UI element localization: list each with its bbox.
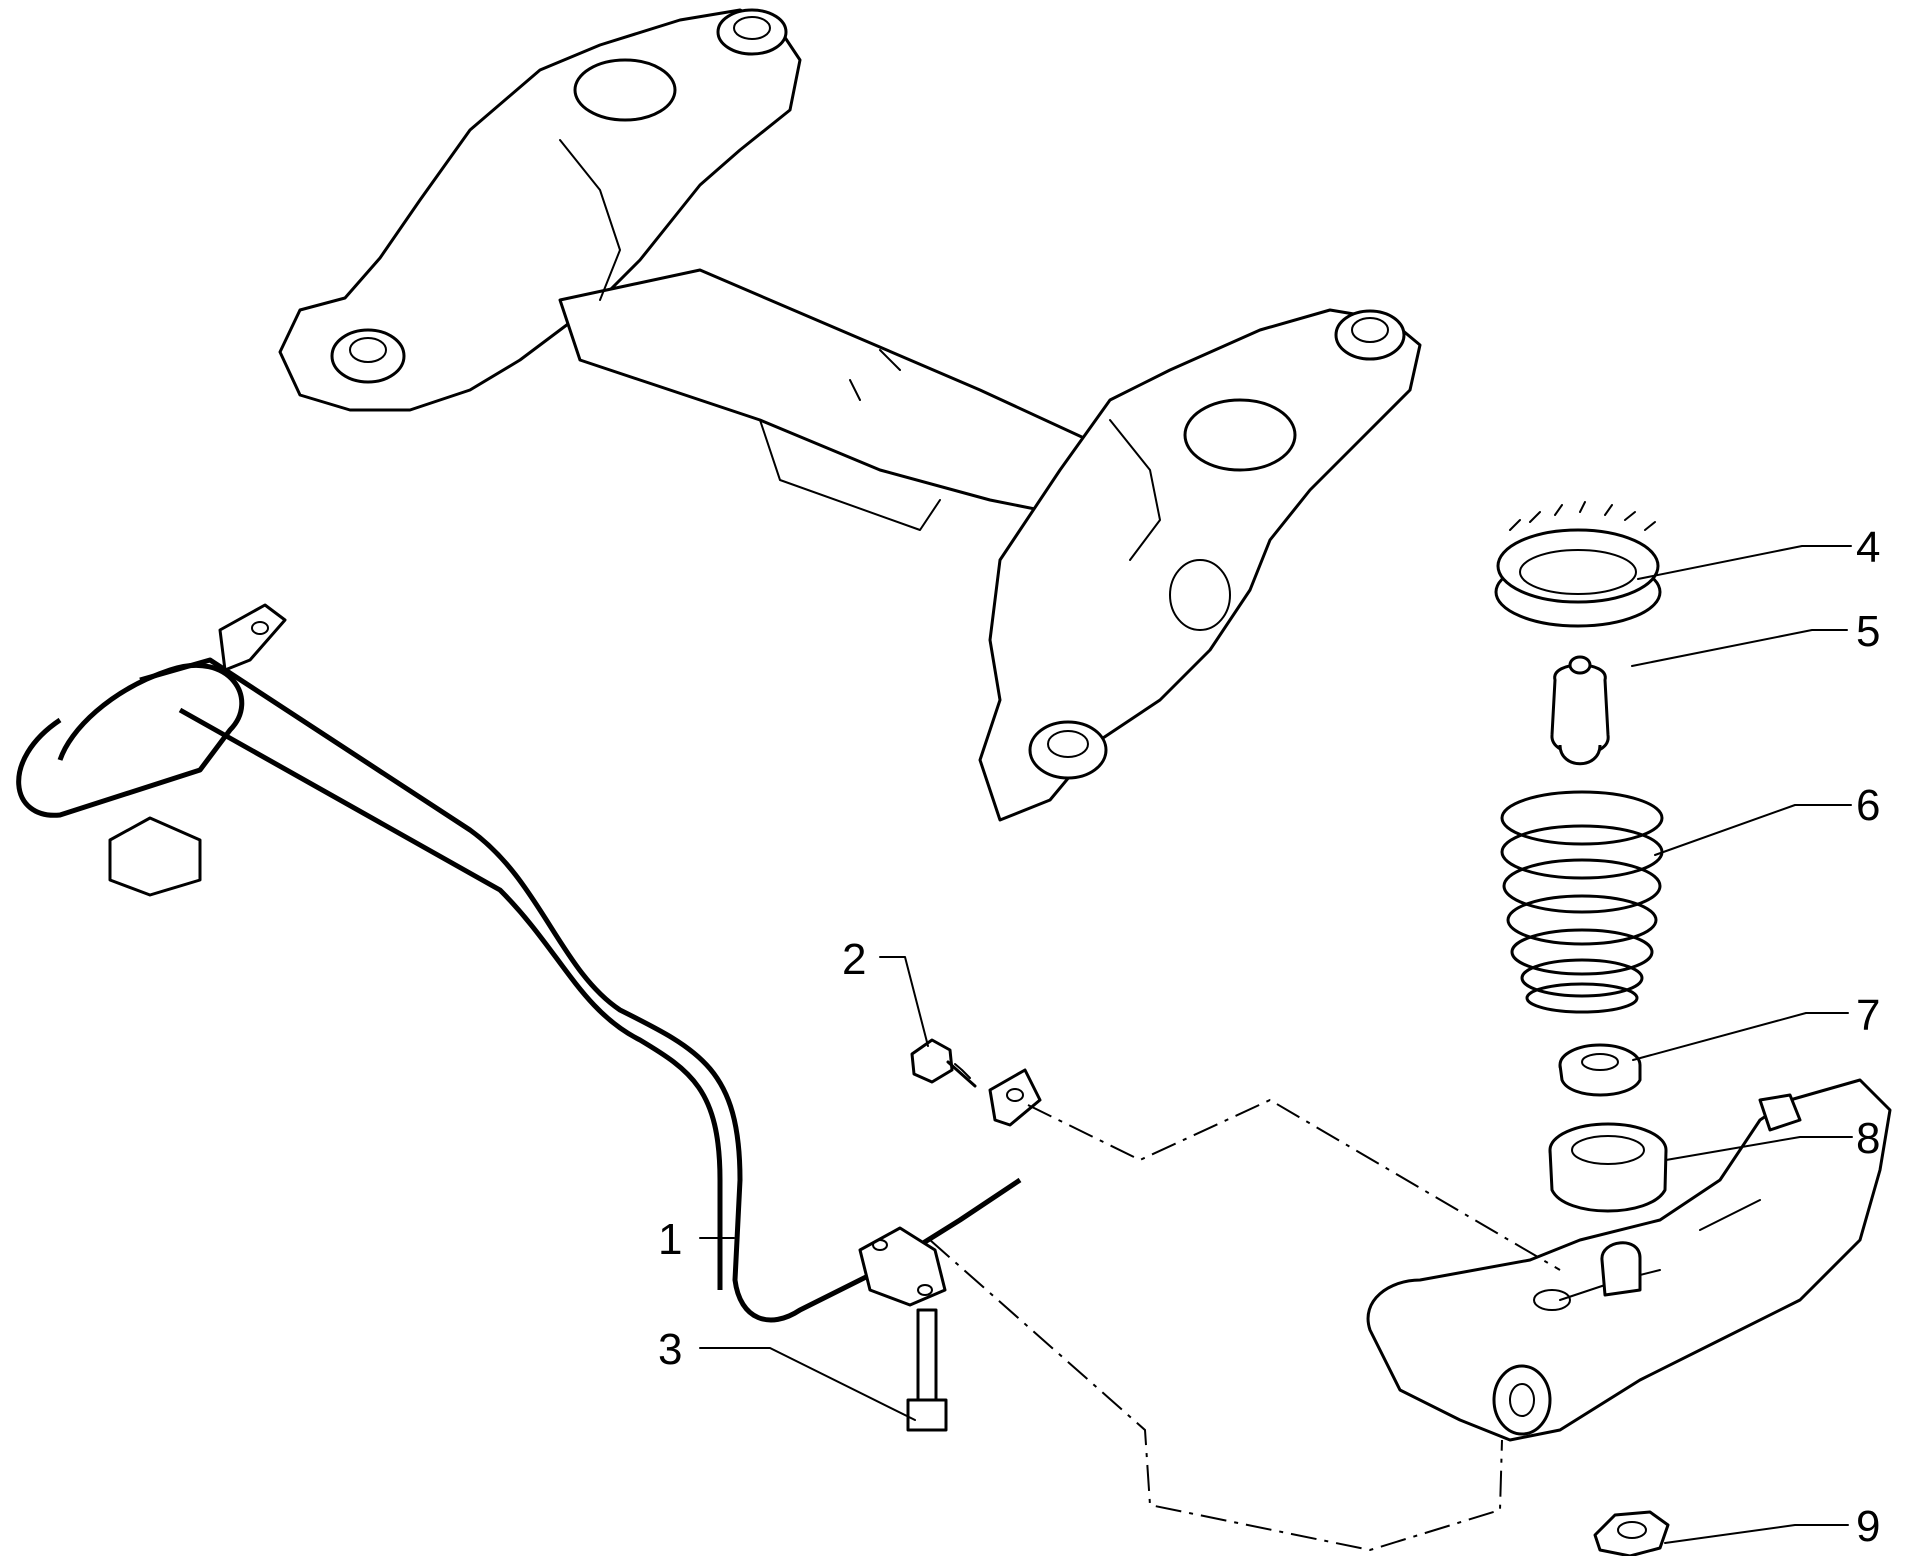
callout-7: 7 — [1856, 991, 1880, 1040]
spring-pad-part-7 — [1558, 1043, 1642, 1097]
rear-subframe — [278, 8, 1422, 822]
callout-1: 1 — [658, 1215, 682, 1264]
stabilizer-bar — [16, 603, 1042, 1323]
spring-lower-seat-part-8 — [1548, 1122, 1668, 1213]
coil-spring-part-6 — [1500, 790, 1664, 1014]
callout-6: 6 — [1856, 781, 1880, 830]
nut-part-9 — [1593, 1510, 1670, 1556]
callout-8: 8 — [1856, 1114, 1880, 1163]
bolt-part-2 — [910, 1038, 977, 1088]
callout-4: 4 — [1856, 523, 1880, 572]
callout-5: 5 — [1856, 607, 1880, 656]
bump-stop-part-5 — [1550, 655, 1610, 766]
assembly-lines — [929, 1098, 1561, 1552]
leader-lines — [699, 545, 1853, 1544]
callout-2: 2 — [842, 935, 866, 984]
trailing-arm — [1366, 1078, 1892, 1442]
spring-upper-seat-part-4 — [1494, 501, 1662, 628]
screw-part-3 — [906, 1308, 948, 1432]
callout-labels: 1 2 3 4 5 6 7 8 9 — [658, 523, 1880, 1551]
callout-3: 3 — [658, 1325, 682, 1374]
callout-9: 9 — [1856, 1502, 1880, 1551]
